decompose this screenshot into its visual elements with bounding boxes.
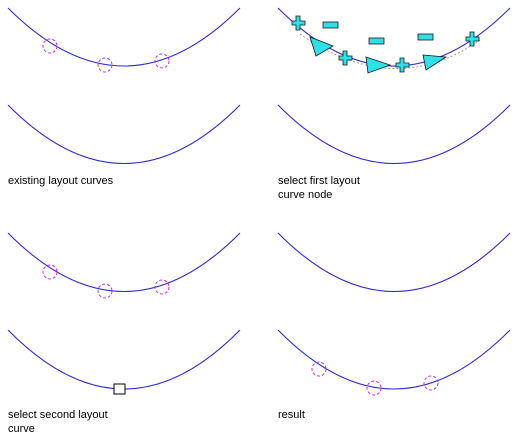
node-stretch-grip-2[interactable] (365, 56, 392, 74)
upper-layout-curve (7, 7, 241, 67)
caption-line: existing layout curves (8, 175, 114, 187)
curve-node (97, 283, 113, 299)
panel-result (277, 232, 511, 396)
caption-line: result (278, 409, 305, 421)
lower-layout-curve (277, 104, 511, 165)
add-vertex-grip-1[interactable] (291, 15, 306, 31)
lower-layout-curve (277, 329, 511, 390)
panel-select-first (277, 7, 511, 165)
caption-line: select second layout (8, 409, 108, 421)
upper-layout-curve (7, 232, 241, 293)
remove-vertex-grip-2[interactable] (368, 37, 385, 45)
caption-line: select first layout (278, 175, 360, 187)
curve-node (42, 38, 58, 54)
curve-node (366, 380, 382, 396)
caption-existing: existing layout curves (8, 174, 113, 188)
node-stretch-grip-3[interactable] (422, 54, 448, 71)
caption-select-second: select second layout curve (8, 408, 108, 436)
remove-vertex-grip-1[interactable] (322, 21, 339, 29)
remove-vertex-grip-3[interactable] (417, 33, 434, 41)
panel-existing (7, 7, 241, 165)
caption-line: curve node (278, 189, 333, 201)
curve-node (154, 279, 170, 295)
curve-node (154, 53, 170, 69)
caption-result: result (278, 408, 305, 422)
curve-node (311, 361, 327, 377)
add-vertex-grip-4[interactable] (465, 31, 480, 47)
curve-node (423, 375, 439, 391)
node-stretch-grip-1[interactable] (309, 36, 334, 57)
curve-node (42, 264, 58, 280)
panel-select-second (7, 232, 241, 395)
upper-layout-curve-selected (277, 7, 511, 67)
caption-select-first: select first layout curve node (278, 174, 360, 202)
upper-layout-curve (277, 232, 511, 293)
selection-dash-overlay (299, 33, 481, 69)
add-vertex-grip-2[interactable] (338, 50, 353, 66)
lower-layout-curve (7, 104, 241, 165)
pick-box-cursor (113, 383, 126, 395)
caption-line: curve (8, 423, 35, 435)
lower-layout-curve (7, 329, 241, 390)
curve-node (97, 57, 113, 73)
add-vertex-grip-3[interactable] (395, 57, 410, 73)
